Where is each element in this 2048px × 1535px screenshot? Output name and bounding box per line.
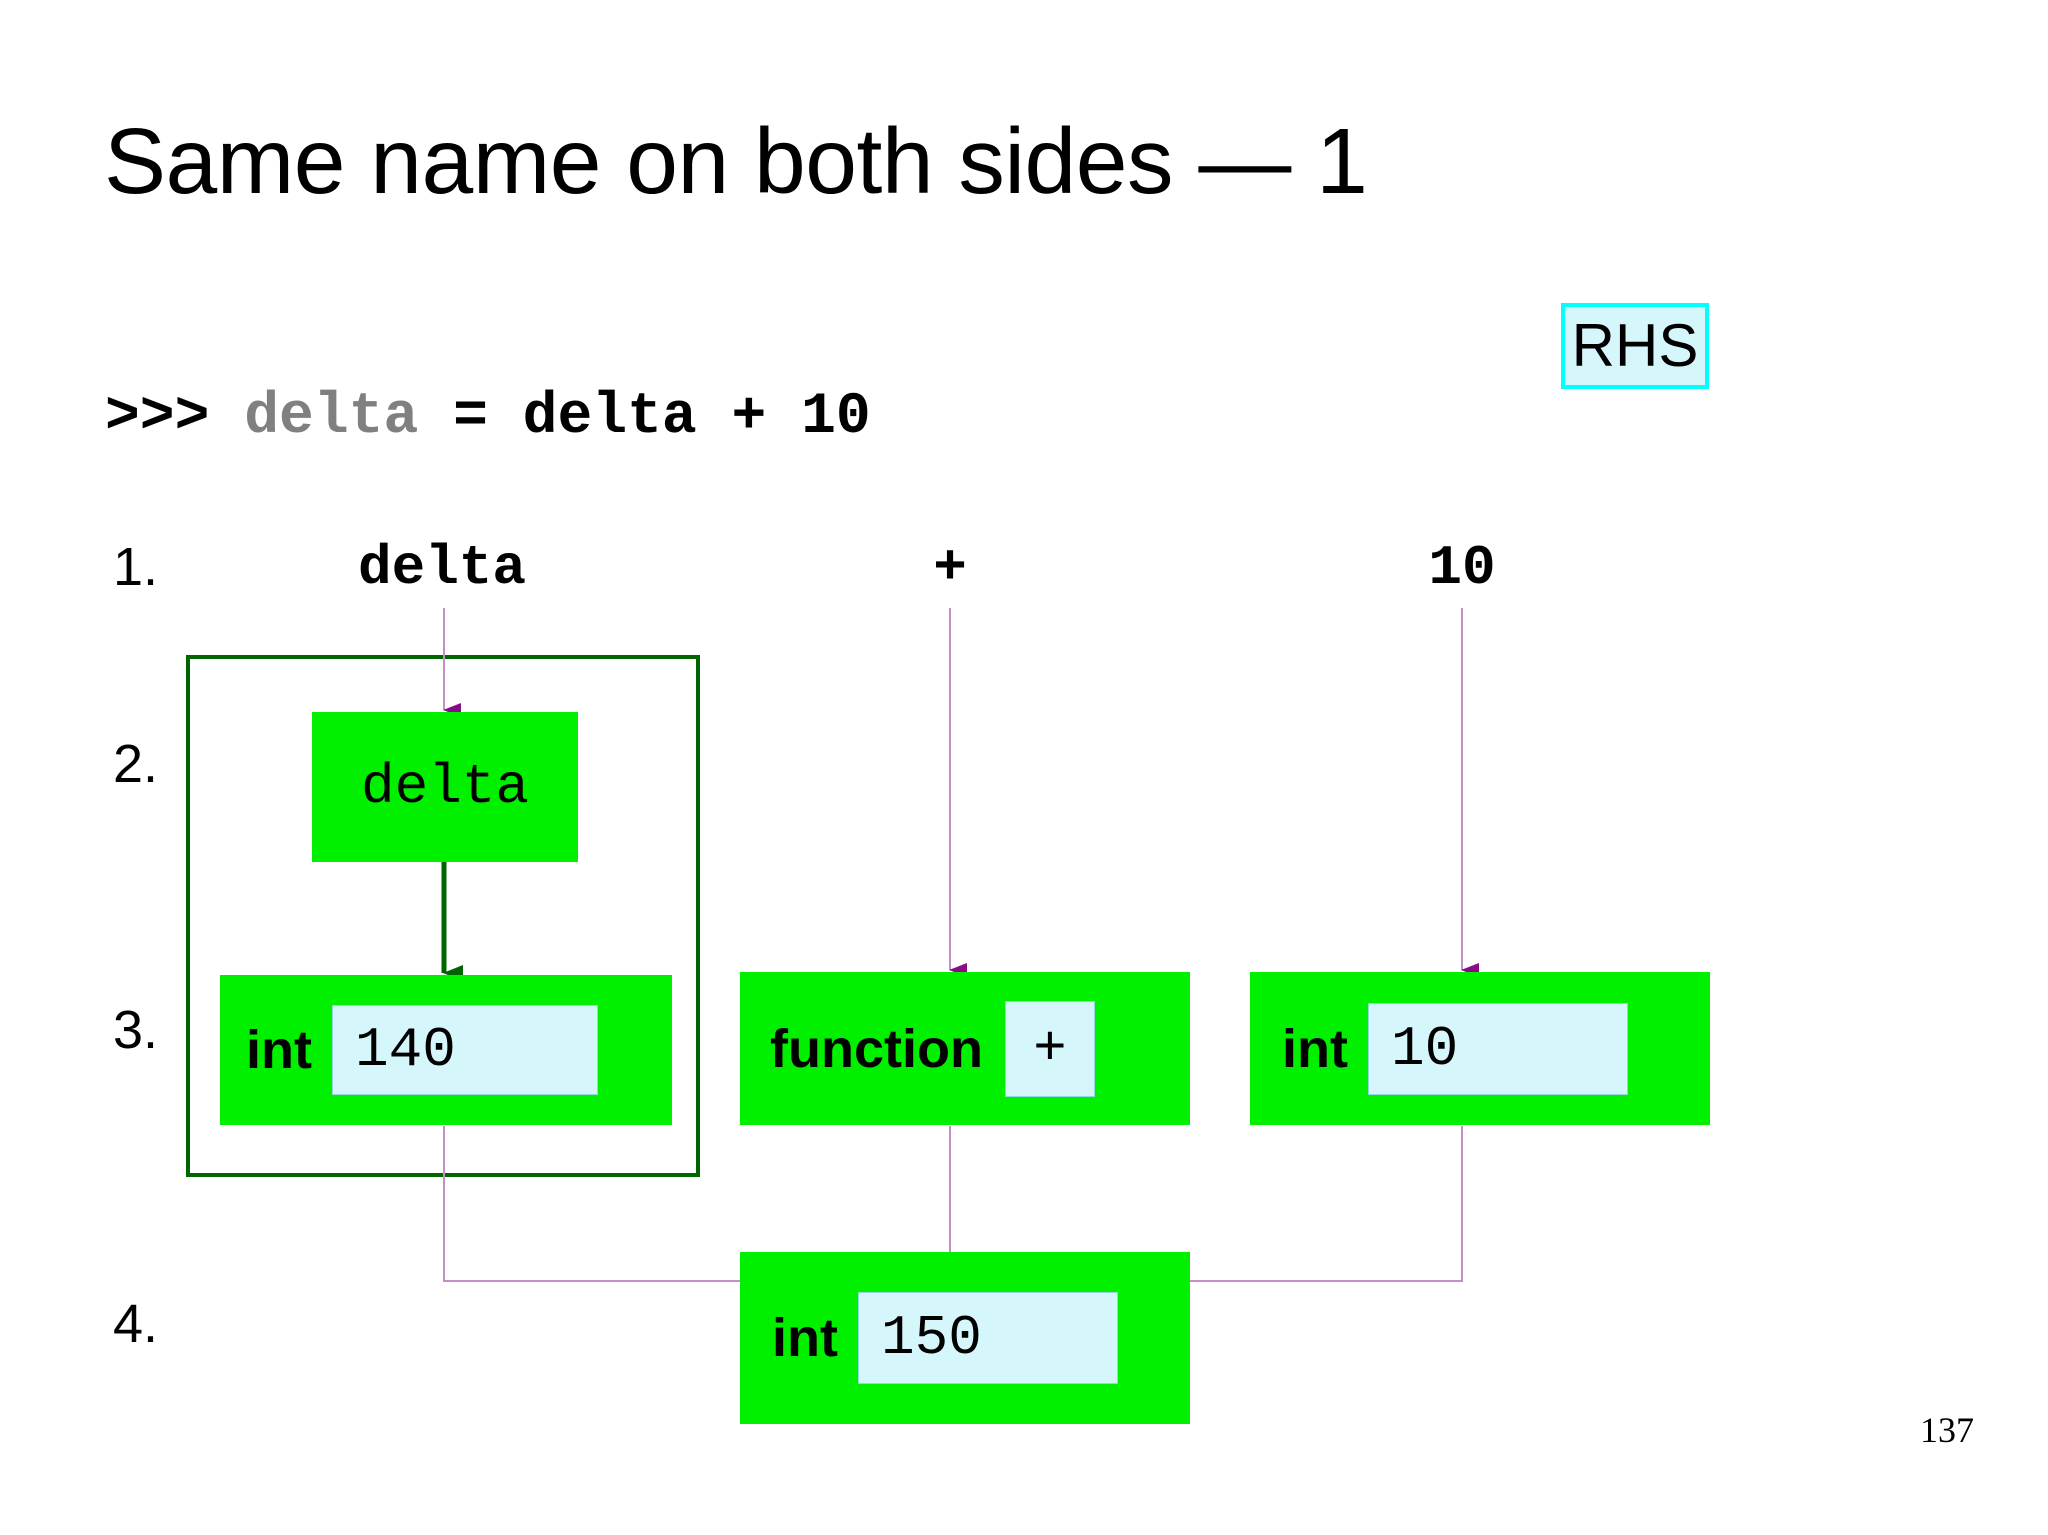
type-label-int: int (1282, 1018, 1348, 1079)
object-box-int-10: int 10 (1250, 972, 1710, 1125)
object-box-int-140: int 140 (220, 975, 672, 1125)
page-number: 137 (1920, 1410, 1974, 1450)
name-box-label: delta (360, 755, 530, 819)
step-number-4: 4. (113, 1294, 159, 1354)
code-lhs-name: delta (244, 385, 419, 450)
expression-label-plus: + (933, 536, 967, 600)
step-number-3: 3. (113, 1000, 159, 1060)
object-box-function-plus: function + (740, 972, 1190, 1125)
code-prompt: >>> (105, 385, 245, 450)
type-label-int: int (772, 1308, 838, 1368)
value-chip-150: 150 (857, 1292, 1118, 1384)
code-line: >>> delta = delta + 10 (105, 385, 871, 450)
step-number-2: 2. (113, 734, 159, 794)
value-chip-10: 10 (1367, 1002, 1628, 1095)
expression-label-delta: delta (357, 536, 527, 600)
rhs-badge: RHS (1561, 303, 1709, 389)
rhs-badge-label: RHS (1571, 312, 1699, 379)
object-box-int-150: int 150 (740, 1252, 1190, 1424)
expression-label-ten: 10 (1428, 536, 1496, 600)
value-chip-plus: + (1004, 1000, 1095, 1097)
value-chip-140: 140 (331, 1005, 598, 1095)
page-title: Same name on both sides — 1 (104, 109, 1368, 213)
code-rhs-expression: = delta + 10 (418, 385, 871, 450)
type-label-function: function (770, 1018, 983, 1079)
step-number-1: 1. (113, 537, 159, 597)
type-label-int: int (246, 1020, 312, 1080)
name-box-delta: delta (312, 712, 578, 862)
